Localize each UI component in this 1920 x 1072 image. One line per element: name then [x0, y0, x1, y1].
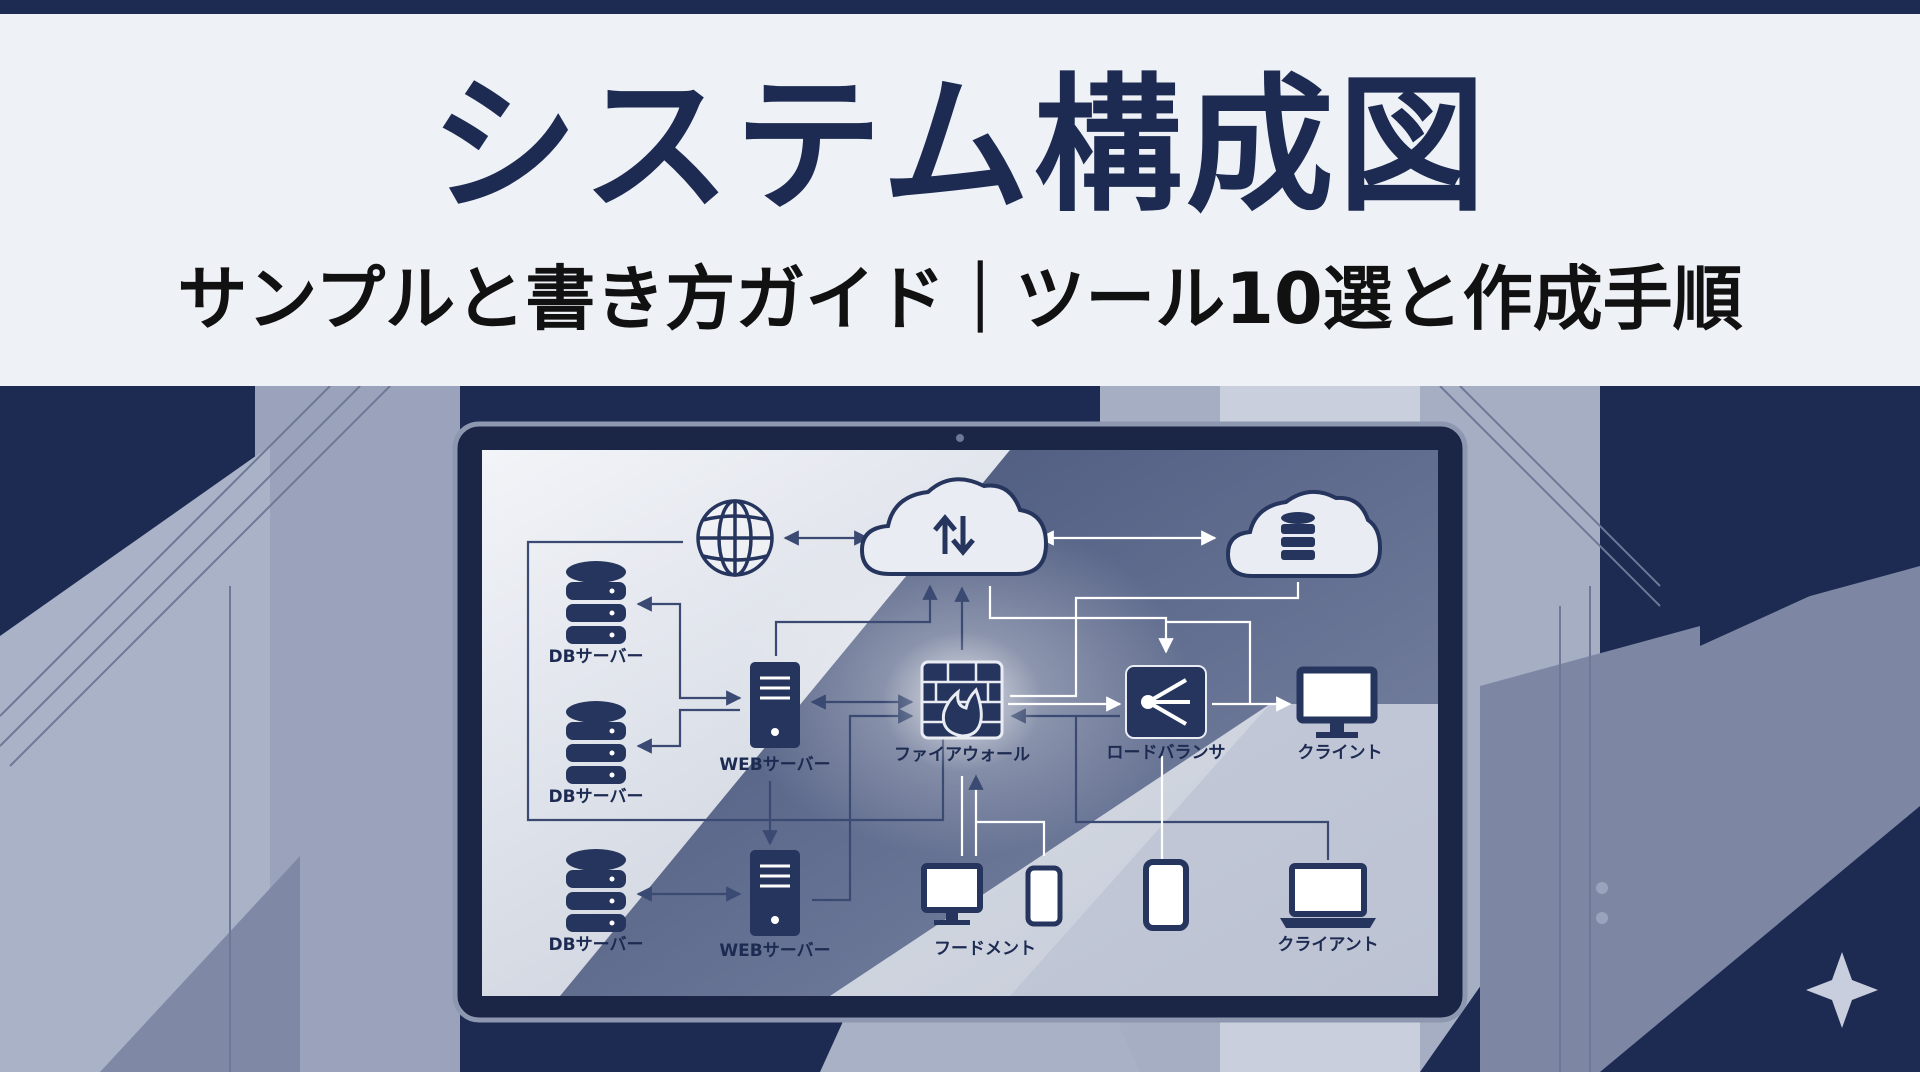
- illustration-scene: DBサーバー DBサーバー DBサーバー WEBサーバー WEBサーバー ファイ…: [0, 386, 1920, 1072]
- laptop-icon: [1280, 863, 1376, 928]
- firewall-label: ファイアウォール: [894, 745, 1030, 765]
- web-server-icon-2: [750, 850, 800, 936]
- top-bar: [0, 0, 1920, 14]
- client-label-1: クライント: [1298, 743, 1383, 763]
- globe-icon: [696, 499, 774, 577]
- load-balancer-label: ロードバランサ: [1107, 743, 1226, 763]
- devices-label: フードメント: [934, 939, 1036, 959]
- page-title: システム構成図: [430, 60, 1490, 232]
- db-server-icon-3: [566, 849, 626, 932]
- page-subtitle: サンプルと書き方ガイド｜ツール10選と作成手順: [177, 258, 1743, 340]
- phone-device-icon-2: [1143, 859, 1189, 931]
- firewall-icon: [882, 632, 1042, 772]
- desktop-device-icon: [921, 863, 983, 925]
- web-server-icon-1: [750, 662, 800, 748]
- cloud-database-icon: [1225, 490, 1383, 578]
- sparkle-icon: [1806, 952, 1878, 1028]
- cloud-sync-icon: [859, 477, 1049, 576]
- connections: [526, 530, 1330, 902]
- web-server-label-2: WEBサーバー: [719, 941, 830, 961]
- client-label-2: クライアント: [1277, 935, 1378, 955]
- client-desktop-icon: [1296, 666, 1378, 738]
- header-banner: システム構成図 サンプルと書き方ガイド｜ツール10選と作成手順: [0, 14, 1920, 386]
- phone-device-icon-1: [1025, 865, 1063, 927]
- db-server-label-2: DBサーバー: [549, 787, 644, 807]
- db-server-label-3: DBサーバー: [549, 935, 644, 955]
- db-server-icon-1: [566, 561, 626, 644]
- load-balancer-icon: [1125, 665, 1207, 739]
- web-server-label-1: WEBサーバー: [719, 755, 830, 775]
- db-server-label-1: DBサーバー: [549, 647, 644, 667]
- db-server-icon-2: [566, 701, 626, 784]
- illustration-svg: DBサーバー DBサーバー DBサーバー WEBサーバー WEBサーバー ファイ…: [0, 386, 1920, 1072]
